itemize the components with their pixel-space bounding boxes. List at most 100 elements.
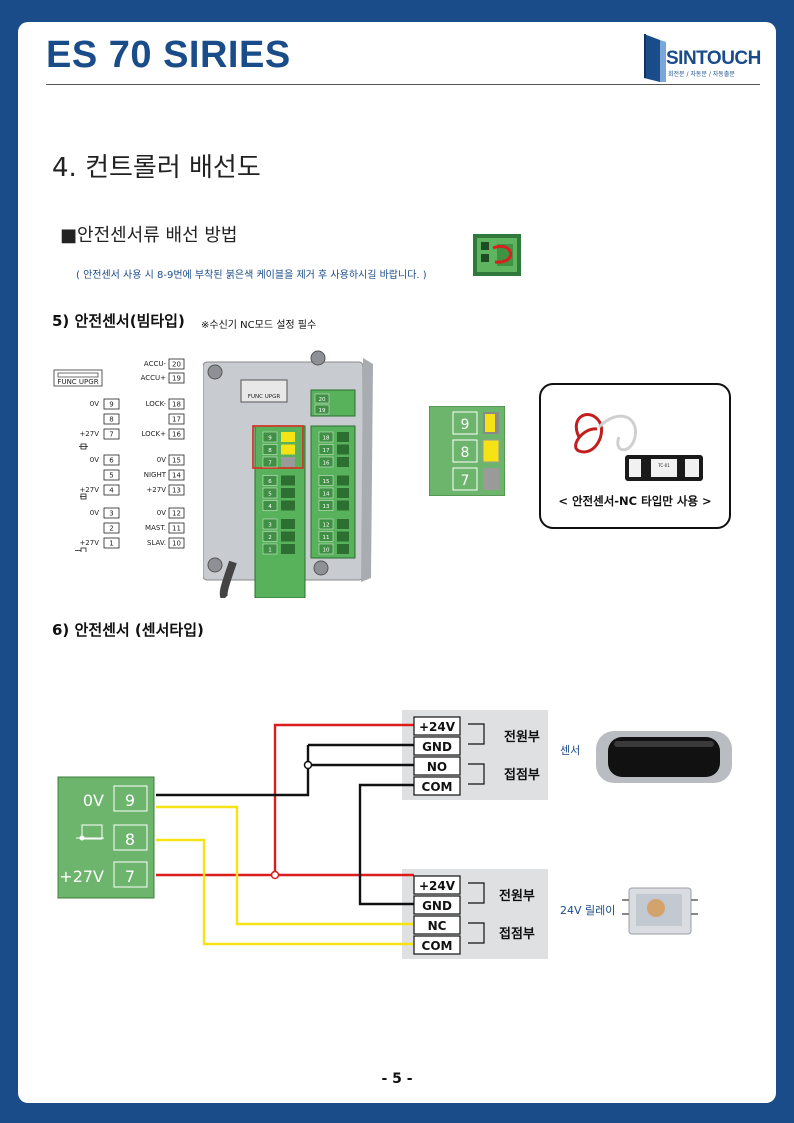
board-func-upgr-label: FUNC UPGR	[248, 394, 280, 400]
device2-terminals: +24V GND NC COM	[413, 875, 461, 955]
board-top-num: 20	[319, 397, 326, 403]
zoom-terminal-8: 8	[461, 445, 470, 461]
nc-type-label: < 안전센서-NC 타입만 사용 >	[558, 494, 712, 508]
board-left-num: 5	[268, 492, 272, 498]
legend-left-label: +27V	[79, 430, 99, 438]
legend-right-num: 12	[172, 510, 181, 518]
device-terminal: COM	[422, 780, 453, 794]
device-terminal: +24V	[419, 879, 456, 893]
legend-left-num: 6	[109, 457, 114, 465]
legend-right-num: 15	[172, 457, 181, 465]
board-right-num: 10	[323, 548, 330, 554]
method-note: ( 안전센서 사용 시 8-9번에 부착된 붉은색 케이블을 제거 후 사용하시…	[76, 270, 427, 281]
device2-name: 24V 릴레이	[560, 904, 615, 917]
legend-right-num: 19	[172, 375, 181, 383]
device-terminal: +24V	[419, 720, 456, 734]
terminal-zoom: 9 8 7	[429, 406, 505, 496]
legend-right-label: LOCK+	[141, 430, 166, 438]
board-right-num: 15	[323, 479, 330, 485]
controller-terminal-9: 9	[125, 791, 135, 810]
board-right-num: 16	[323, 461, 330, 467]
legend-left-num: 5	[109, 472, 113, 480]
beam-sensor-title: 5) 안전센서(빔타입)	[52, 312, 185, 330]
header-rule	[46, 84, 760, 85]
zoom-terminal-9: 9	[461, 417, 470, 433]
legend-left-label: 0V	[90, 400, 99, 408]
legend-right-label: LOCK-	[146, 400, 167, 408]
controller-label-27v: +27V	[59, 867, 104, 886]
controller-terminal-7: 7	[125, 867, 135, 886]
device1-power-label: 전원부	[504, 729, 540, 745]
board-right-num: 12	[323, 523, 330, 529]
legend-left-label: 0V	[90, 456, 99, 464]
legend-left-num: 7	[109, 431, 113, 439]
legend-left-label: +27V	[79, 486, 99, 494]
logo-tagline: 회전문 / 자동문 / 자동출문	[668, 71, 735, 78]
board-left-num: 9	[268, 436, 272, 442]
board-left-num: 1	[268, 548, 272, 554]
controller-label-0v: 0V	[83, 791, 104, 810]
pin-legend: FUNC UPGR ACCU-20ACCU+19LOCK-1817LOCK+16…	[53, 358, 185, 552]
sensor-photo	[596, 731, 732, 783]
legend-right-num: 17	[172, 416, 181, 424]
legend-left-label: 0V	[90, 509, 99, 517]
device1-name: 센서	[560, 744, 580, 757]
legend-right-label: SLAV.	[147, 539, 166, 547]
device-terminal: COM	[422, 939, 453, 953]
board-left-num: 4	[268, 504, 272, 510]
legend-left-num: 1	[109, 540, 113, 548]
device2-power-label: 전원부	[499, 888, 535, 904]
legend-right-num: 20	[172, 361, 181, 369]
logo-wordmark: SINTOUCH	[666, 48, 761, 69]
board-right-num: 17	[323, 448, 330, 454]
board-left-num: 3	[268, 523, 272, 529]
device-terminal: GND	[422, 740, 452, 754]
legend-right-num: 10	[172, 540, 181, 548]
legend-right-label: +27V	[146, 486, 166, 494]
legend-left-num: 2	[109, 525, 113, 533]
device-terminal: GND	[422, 899, 452, 913]
page-number: - 5 -	[381, 1071, 413, 1087]
board-left-num: 7	[268, 461, 272, 467]
legend-right-num: 18	[172, 401, 181, 409]
red-jumper-plug-photo	[473, 234, 521, 276]
controller-terminal-8: 8	[125, 830, 135, 849]
brackets	[468, 723, 485, 944]
beam-sensor-note: ※수신기 NC모드 설정 필수	[201, 320, 317, 331]
sintouch-logo	[644, 34, 666, 82]
section-title: 4. 컨트롤러 배선도	[52, 153, 261, 183]
legend-left-num: 9	[109, 401, 113, 409]
legend-left-num: 4	[109, 487, 114, 495]
controller-switch-icon	[76, 824, 104, 841]
legend-func-upgr-label: FUNC UPGR	[57, 378, 98, 386]
legend-left-label: +27V	[79, 539, 99, 547]
device1-contact-label: 접점부	[504, 767, 540, 783]
device2-contact-label: 접점부	[499, 926, 535, 942]
board-top-num: 19	[319, 408, 326, 414]
board-right-num: 11	[323, 535, 330, 541]
legend-left-num: 3	[109, 510, 113, 518]
page: ES 70 SIRIES SINTOUCH 회전문 / 자동문 / 자동출문 4…	[18, 22, 776, 1103]
legend-right-num: 16	[172, 431, 181, 439]
legend-right-num: 14	[172, 472, 181, 480]
board-right-num: 13	[323, 504, 330, 510]
method-title: ■안전센서류 배선 방법	[60, 225, 238, 246]
legend-switch-icons	[75, 443, 88, 552]
legend-right-label: 0V	[157, 456, 166, 464]
sensor-type-title: 6) 안전센서 (센서타입)	[52, 621, 204, 639]
nc-model-label: TC-01	[657, 463, 670, 468]
legend-right-label: ACCU-	[144, 360, 167, 368]
device-terminal: NC	[428, 919, 447, 933]
relay-photo	[622, 887, 698, 935]
wires	[156, 723, 414, 946]
device-terminal: NO	[427, 760, 447, 774]
board-left-num: 2	[268, 535, 272, 541]
legend-right-label: MAST.	[145, 524, 166, 532]
board-right-num: 18	[323, 436, 330, 442]
